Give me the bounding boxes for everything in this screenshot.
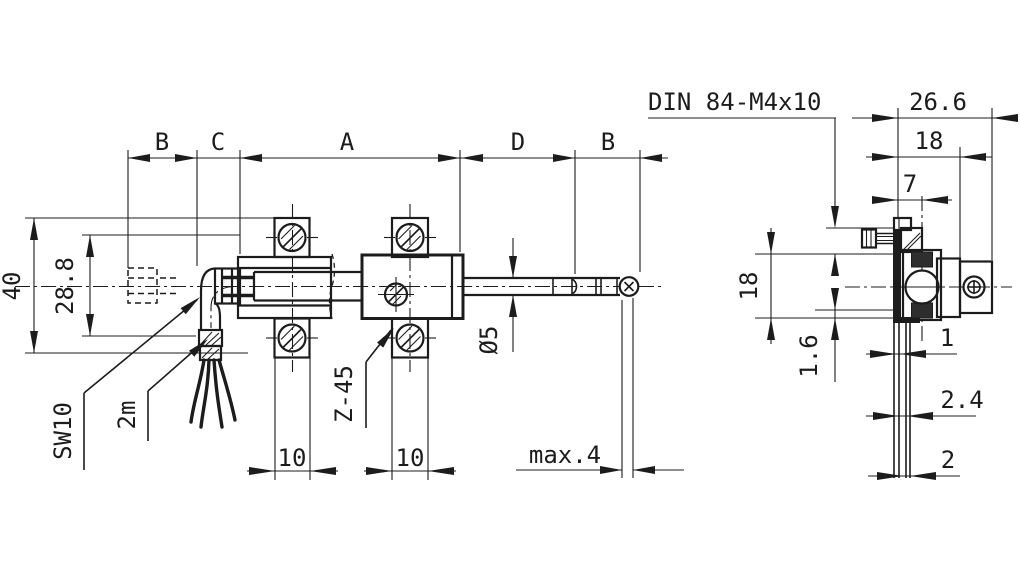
- dim-label-b1: B: [155, 128, 169, 156]
- dimension-lines: [25, 108, 1010, 480]
- clamp-screw-top-right: [384, 216, 436, 259]
- dim-label-18-height: 18: [735, 272, 763, 301]
- dim-label-d: D: [511, 128, 525, 156]
- dim-label-2: 2: [941, 446, 955, 474]
- dim-label-a: A: [340, 128, 355, 156]
- clamp-screw-bottom-right: [384, 317, 436, 359]
- side-screw: [962, 275, 986, 299]
- dim-label-26-6: 26.6: [909, 88, 967, 116]
- cable-length-label: 2m: [113, 401, 141, 430]
- stroke-max-label: max.4: [529, 441, 601, 469]
- dim-label-2-4: 2.4: [940, 386, 983, 414]
- dim-label-10-left: 10: [278, 444, 307, 472]
- side-view: [860, 216, 994, 323]
- dimension-arrows: [30, 114, 1018, 480]
- dim-label-10-right: 10: [396, 444, 425, 472]
- break-line: [328, 253, 336, 320]
- dim-label-7: 7: [903, 170, 917, 198]
- dim-label-40: 40: [0, 272, 26, 301]
- dim-label-28-8: 28.8: [51, 257, 79, 315]
- rod-diameter-label: Ø5: [475, 326, 503, 355]
- front-view: [127, 216, 640, 429]
- dim-label-1-6: 1.6: [795, 334, 823, 377]
- clamp-screw-bottom-left: [266, 317, 318, 359]
- dim-label-b2: B: [601, 128, 615, 156]
- din-screw: [860, 228, 893, 249]
- mounting-plate: [893, 218, 901, 323]
- push-rod: [463, 276, 640, 297]
- rod-clamp: [899, 226, 943, 322]
- cable-wires: [189, 358, 237, 429]
- dim-label-1: 1: [940, 324, 954, 352]
- screw-spec-note: DIN 84-M4x10: [648, 88, 821, 116]
- body-left-block: [236, 255, 333, 320]
- cable-gland: [197, 267, 242, 362]
- hidden-nut: [127, 267, 178, 304]
- type-code-label: Z-45: [330, 365, 358, 423]
- labels: B C A D B DIN 84-M4x10 26.6 18 7 40 28.8…: [0, 88, 984, 474]
- wrench-size-label: SW10: [49, 402, 77, 460]
- dim-label-c: C: [211, 128, 225, 156]
- clamp-screw-top-left: [266, 216, 318, 259]
- dim-label-18-width: 18: [915, 127, 944, 155]
- center-screw: [378, 277, 414, 312]
